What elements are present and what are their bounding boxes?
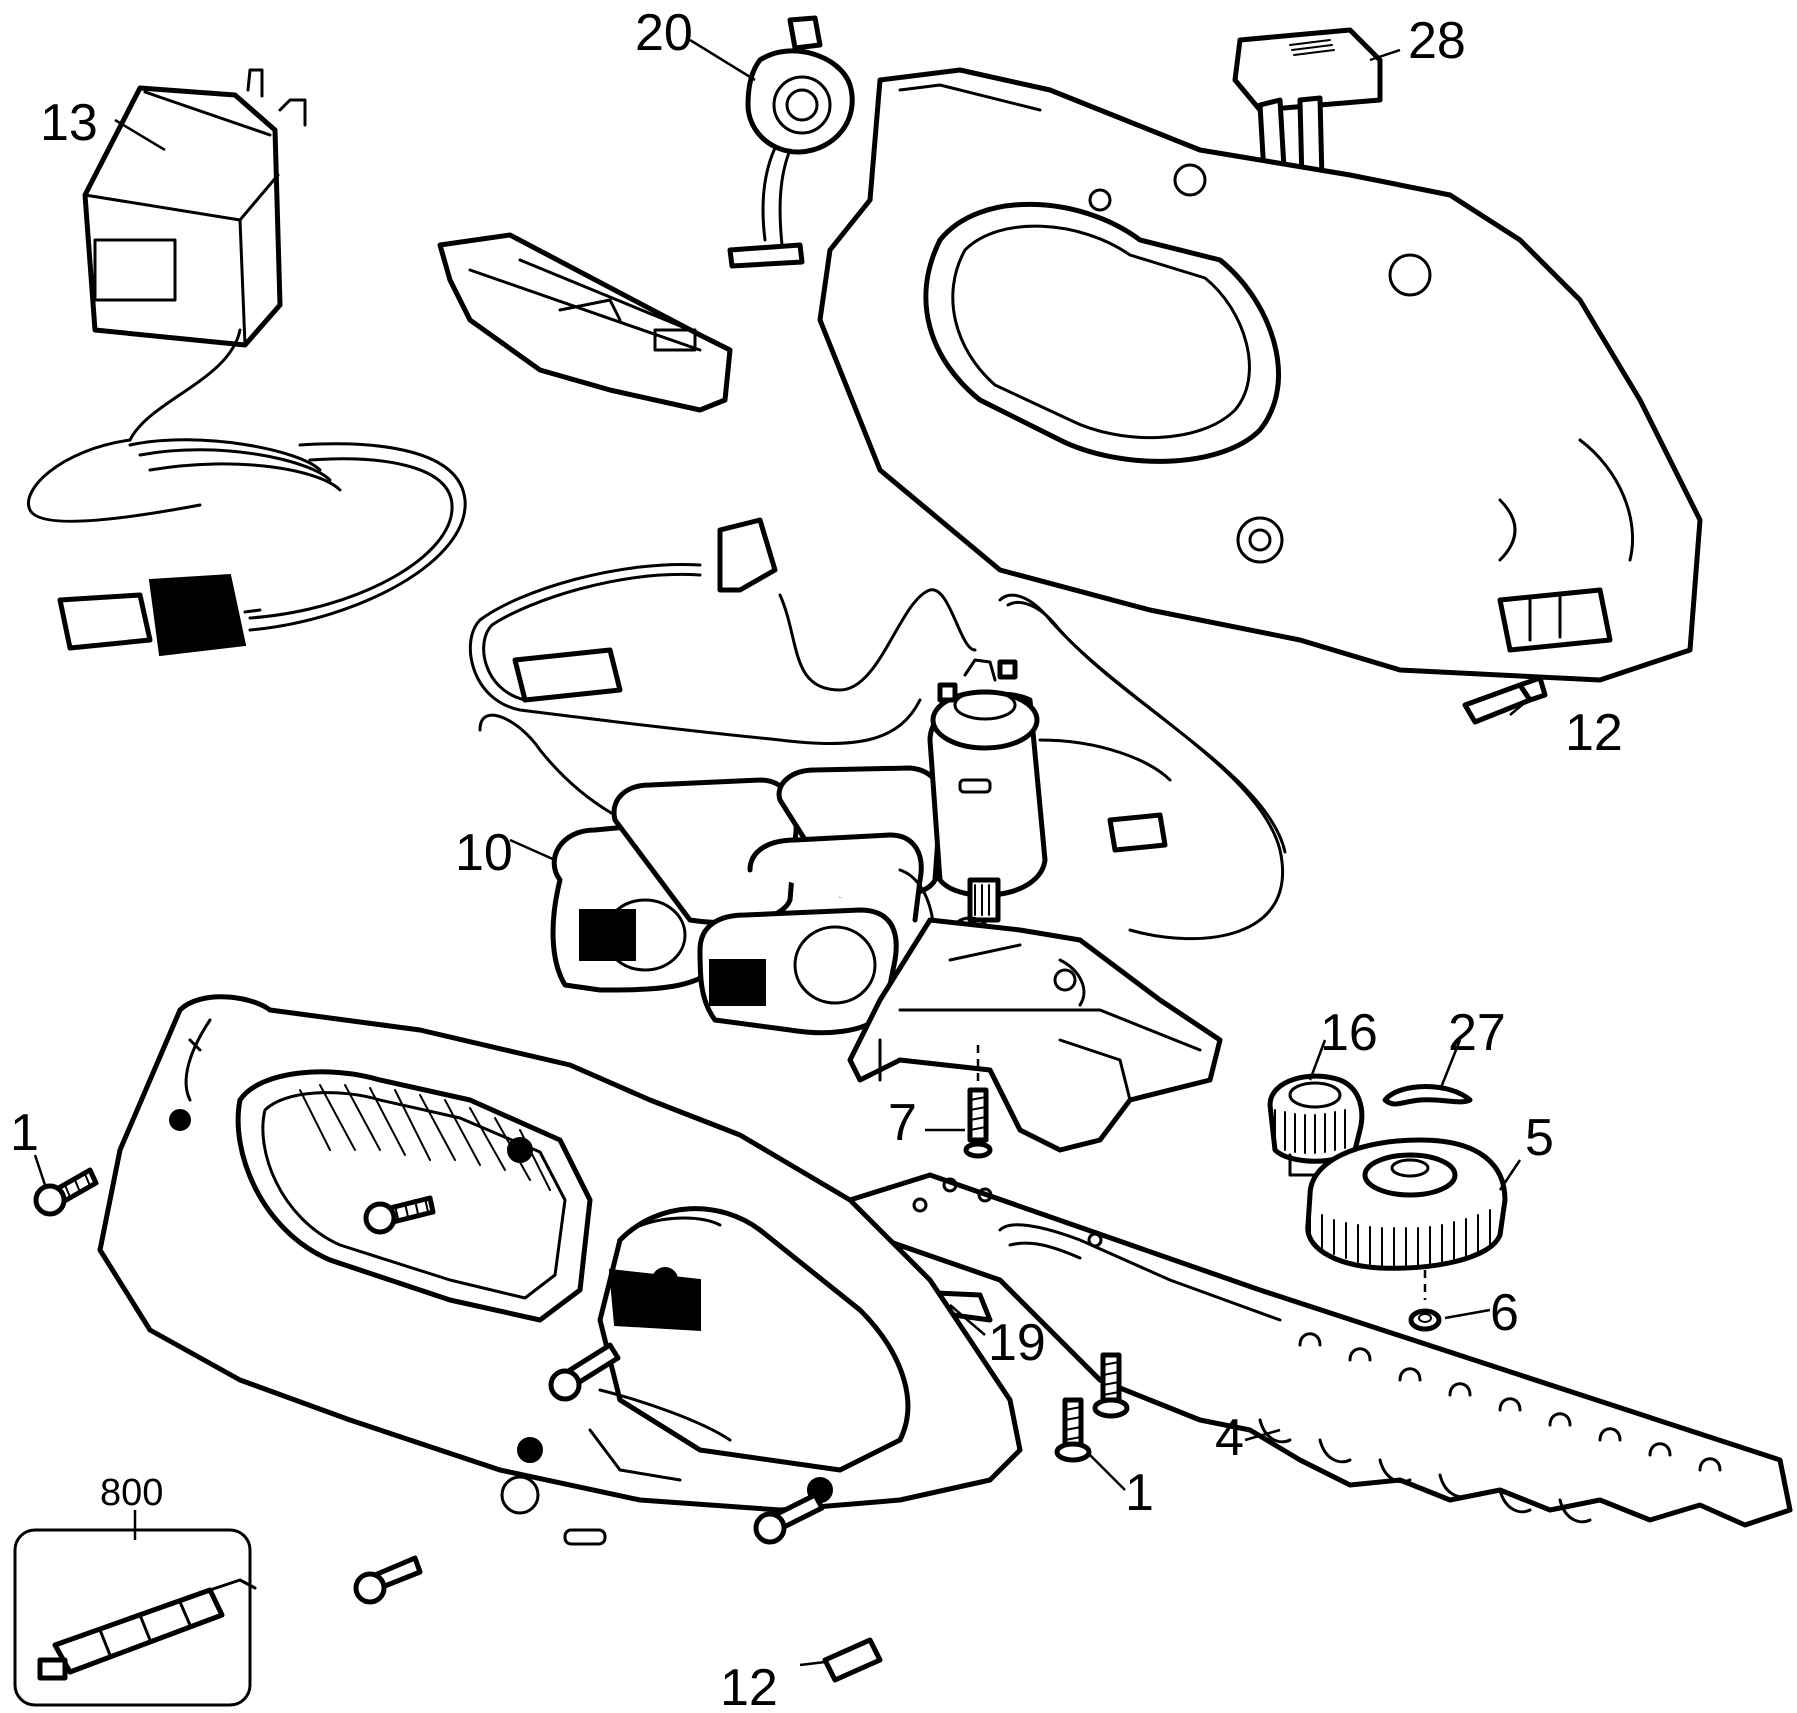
leader-lines bbox=[33, 38, 1529, 1667]
small-block-bottom-part bbox=[822, 1637, 883, 1683]
screw-blade-2 bbox=[1092, 1352, 1130, 1419]
callout-1-right: 1 bbox=[1125, 1464, 1154, 1522]
gear-housing-part bbox=[847, 917, 1223, 1153]
motor-part bbox=[927, 658, 1048, 964]
callout-800: 800 bbox=[100, 1472, 163, 1514]
cap-part bbox=[727, 15, 855, 269]
callout-1-left: 1 bbox=[10, 1104, 39, 1162]
blade-part bbox=[847, 1172, 1793, 1528]
housing-screws bbox=[33, 1167, 825, 1605]
charger-part bbox=[27, 68, 467, 657]
contact-bracket-part bbox=[437, 232, 733, 413]
screw-part-7 bbox=[963, 1045, 993, 1159]
callout-labels: 13 20 28 12 10 16 27 5 7 6 1 19 4 1 800 … bbox=[10, 4, 1623, 1713]
upper-housing-part bbox=[817, 67, 1703, 683]
screw-housing-2 bbox=[548, 1342, 621, 1402]
callout-10: 10 bbox=[455, 824, 513, 882]
callout-12-bottom: 12 bbox=[720, 1659, 778, 1713]
large-gear-part bbox=[1305, 1137, 1508, 1271]
callout-27: 27 bbox=[1448, 1004, 1506, 1062]
screw-blade-3 bbox=[1054, 1397, 1092, 1463]
screw-housing-1 bbox=[363, 1195, 436, 1235]
clip-part bbox=[1382, 1084, 1473, 1107]
callout-20: 20 bbox=[635, 4, 693, 62]
callout-6: 6 bbox=[1490, 1284, 1519, 1342]
callout-28: 28 bbox=[1408, 12, 1466, 70]
screw-housing-4 bbox=[353, 1555, 423, 1605]
battery-pack-part bbox=[550, 765, 944, 1036]
wiring-harness-part bbox=[468, 517, 1287, 941]
small-block-top-part bbox=[1462, 675, 1548, 725]
callout-4: 4 bbox=[1215, 1409, 1244, 1467]
callout-5: 5 bbox=[1525, 1109, 1554, 1167]
callout-7: 7 bbox=[888, 1094, 917, 1152]
callout-19: 19 bbox=[988, 1314, 1046, 1372]
screw-housing-3 bbox=[753, 1492, 825, 1545]
inset-800 bbox=[13, 1528, 257, 1707]
washer-part bbox=[1408, 1270, 1442, 1332]
callout-12-top: 12 bbox=[1565, 704, 1623, 762]
callout-16: 16 bbox=[1320, 1004, 1378, 1062]
screw-1-left bbox=[33, 1167, 99, 1217]
callout-13: 13 bbox=[40, 94, 98, 152]
lower-housing-part bbox=[97, 994, 1023, 1546]
